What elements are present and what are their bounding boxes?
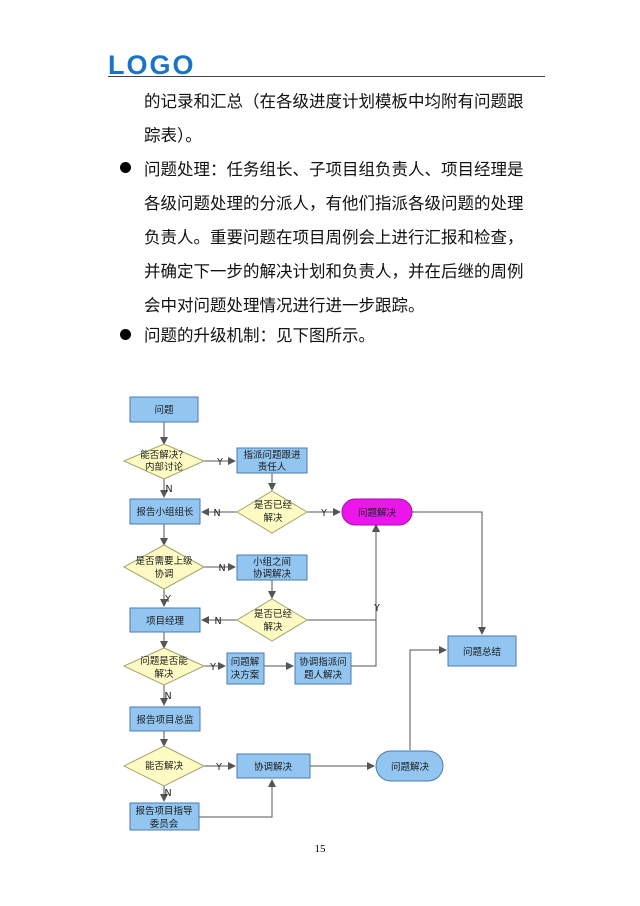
- node-label: 内部讨论: [145, 461, 184, 473]
- node-label: 是否已经: [254, 608, 293, 620]
- text-line: 负责人。重要问题在项目周例会上进行汇报和检查，: [144, 228, 524, 247]
- logo: LOGO: [108, 50, 196, 80]
- node-label: 问题解决: [391, 761, 430, 773]
- node-label: 报告项目指导: [135, 805, 192, 817]
- node-label: 问题总结: [463, 646, 501, 658]
- issue-resolved-terminal: [341, 498, 413, 526]
- report-leader-box: [129, 498, 201, 525]
- no-label: N: [165, 484, 172, 495]
- assign-owner-box: [236, 447, 308, 474]
- coordinate-assign-box: [294, 652, 352, 685]
- yes-label: Y: [373, 603, 380, 614]
- node-label: 指派问题跟进: [243, 449, 301, 461]
- page-number: 15: [314, 843, 326, 855]
- project-manager-box: [129, 607, 201, 633]
- solution-plan-box: [226, 652, 265, 685]
- node-label: 责任人: [258, 461, 287, 473]
- node-label: 问题: [154, 404, 174, 416]
- no-label: N: [164, 691, 171, 702]
- report-director-box: [129, 706, 201, 732]
- header-divider: [108, 76, 545, 77]
- bullet-icon: [120, 162, 131, 173]
- node-label: 协调: [154, 568, 173, 580]
- node-label: 报告小组组长: [136, 506, 194, 518]
- node-label: 是否需要上级: [135, 555, 193, 567]
- node-label: 解决: [263, 512, 283, 524]
- no-label: N: [213, 508, 220, 519]
- yes-label: Y: [320, 508, 327, 519]
- is-solved-diamond: [236, 598, 308, 642]
- no-label: N: [218, 563, 225, 574]
- yes-label: Y: [209, 662, 216, 673]
- node-label: 能否解决？: [140, 449, 188, 461]
- node-label: 问题解决: [358, 507, 397, 519]
- team-coordination-box: [236, 554, 308, 581]
- node-label: 委员会: [150, 818, 179, 830]
- node-label: 协调解决: [254, 761, 293, 773]
- node-label: 问题是否能: [140, 655, 188, 667]
- no-label: N: [164, 788, 171, 799]
- node-label: 问题解: [231, 656, 260, 668]
- issue-resolved-terminal: [375, 750, 444, 782]
- bullet-icon: [120, 329, 131, 340]
- node-label: 能否解决: [145, 760, 184, 772]
- node-label: 项目经理: [146, 615, 185, 627]
- node-label: 决方案: [231, 669, 260, 681]
- node-label: 题人解决: [304, 669, 343, 681]
- no-label: N: [214, 616, 221, 627]
- coordinate-solve-box: [236, 753, 311, 779]
- yes-label: Y: [215, 762, 222, 773]
- yes-label: Y: [164, 594, 171, 605]
- node-label: 报告项目总监: [136, 714, 194, 726]
- can-solve-diamond: [122, 745, 206, 787]
- node-label: 是否已经: [254, 499, 293, 511]
- text-line: 问题处理：任务组长、子项目组负责人、项目经理是: [144, 160, 524, 179]
- node-label: 小组之间: [253, 556, 291, 568]
- text-line: 并确定下一步的解决计划和负责人，并在后继的周例: [144, 262, 524, 281]
- yes-label: Y: [216, 457, 223, 468]
- node-label: 协调指派问: [299, 656, 347, 668]
- text-line: 踪表）。: [144, 126, 202, 145]
- node-label: 协调解决: [253, 568, 292, 580]
- can-solve-diamond: [122, 443, 206, 480]
- report-committee-box: [129, 802, 200, 831]
- node-label: 解决: [263, 621, 283, 633]
- issue-summary-box: [447, 635, 517, 667]
- issue-box: [129, 396, 199, 423]
- is-solved-diamond: [236, 490, 308, 534]
- need-escalation-diamond: [122, 544, 206, 590]
- flow-connectors: [160, 422, 486, 818]
- can-solve-diamond: [122, 647, 206, 686]
- text-line: 问题的升级机制：见下图所示。: [144, 326, 375, 345]
- node-label: 解决: [154, 668, 174, 680]
- text-line: 会中对问题处理情况进行进一步跟踪。: [144, 296, 425, 315]
- text-line: 各级问题处理的分派人，有他们指派各级问题的处理: [144, 194, 524, 213]
- text-line: 的记录和汇总（在各级进度计划模板中均附有问题跟: [144, 92, 524, 111]
